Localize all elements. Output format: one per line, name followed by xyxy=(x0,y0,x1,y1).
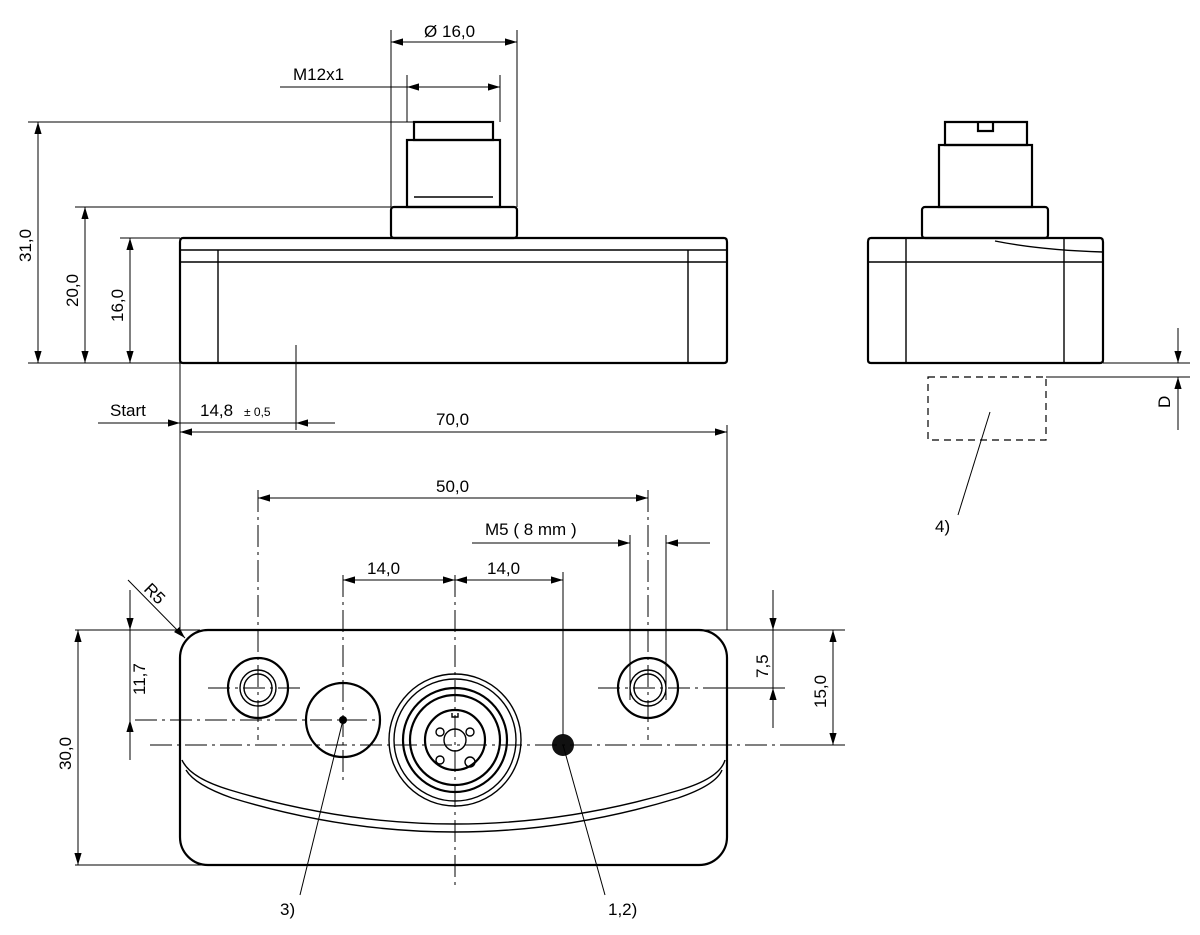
offset-vertical-label: 11,7 xyxy=(130,663,149,695)
depth-label: 30,0 xyxy=(56,737,75,770)
distance-d-label: D xyxy=(1155,396,1174,408)
height-total-label: 31,0 xyxy=(16,229,35,262)
start-offset-label: 14,8 xyxy=(200,401,233,420)
top-view xyxy=(135,490,780,890)
screw-label: M5 ( 8 mm ) xyxy=(485,520,577,539)
hole-y-label: 7,5 xyxy=(753,654,772,678)
connector-base xyxy=(389,205,519,240)
diameter-symbol: Ø xyxy=(424,22,437,41)
thread-label: M12x1 xyxy=(293,65,344,84)
hole-spacing-label: 50,0 xyxy=(436,477,469,496)
start-label: Start xyxy=(110,401,146,420)
offset-right-label: 14,0 xyxy=(487,559,520,578)
note-12-label: 1,2) xyxy=(608,900,637,919)
side-view: D 4) xyxy=(866,120,1190,536)
center-y-label: 15,0 xyxy=(811,675,830,708)
top-dimensions: 70,0 50,0 M5 ( 8 mm ) 14,0 14,0 R5 11,7 … xyxy=(56,410,845,919)
height-body-label: 16,0 xyxy=(108,289,127,322)
front-view xyxy=(178,120,729,365)
note-3-label: 3) xyxy=(280,900,295,919)
note-4-label: 4) xyxy=(935,517,950,536)
mounting-plate xyxy=(178,628,729,867)
radius-label: R5 xyxy=(140,579,169,608)
width-label: 70,0 xyxy=(436,410,469,429)
front-dimensions: Ø 16,0 M12x1 31,0 20,0 16,0 Start 14,8 ±… xyxy=(16,22,518,430)
diameter-label: 16,0 xyxy=(442,22,475,41)
target-object-dashed xyxy=(927,376,1047,441)
front-body xyxy=(178,236,729,365)
start-tolerance-label: ± 0,5 xyxy=(244,405,271,419)
height-base-label: 20,0 xyxy=(63,274,82,307)
offset-left-label: 14,0 xyxy=(367,559,400,578)
